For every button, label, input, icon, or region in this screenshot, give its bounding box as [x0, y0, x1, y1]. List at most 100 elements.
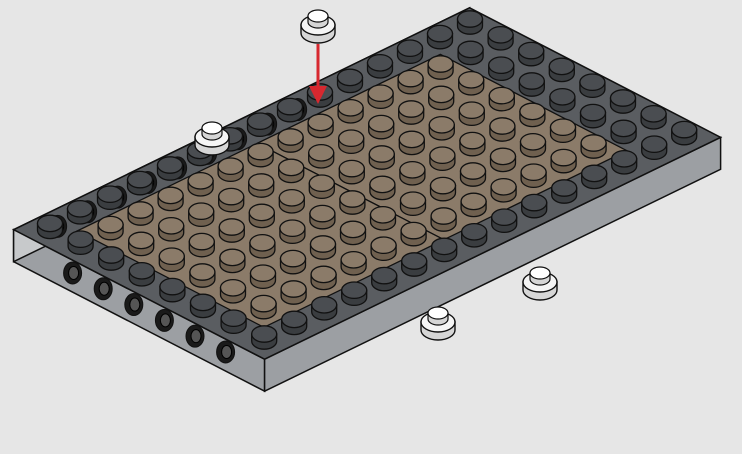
tan-stud-top: [551, 149, 576, 165]
gray-stud-top: [158, 157, 183, 173]
front-hole-inner: [191, 330, 201, 343]
tan-stud-top: [221, 280, 246, 296]
front-hole-inner: [130, 298, 140, 311]
front-hole-inner: [222, 345, 232, 358]
tan-stud-top: [218, 158, 243, 174]
tan-stud-top: [219, 219, 244, 235]
tan-stud-top: [339, 130, 364, 146]
tan-stud-top: [281, 281, 306, 297]
gray-stud-top: [398, 40, 423, 56]
gray-stud-top: [580, 74, 605, 90]
gray-stud-top: [492, 209, 517, 225]
gray-stud-top: [641, 106, 666, 122]
gray-stud-top: [252, 326, 277, 342]
tan-stud-top: [219, 188, 244, 204]
gray-stud-top: [462, 224, 487, 240]
tan-stud-top: [159, 248, 184, 264]
tan-stud-top: [188, 173, 213, 189]
tan-stud-top: [338, 100, 363, 116]
tan-stud-top: [430, 147, 455, 163]
white-round-plate-left-stud-top: [202, 122, 222, 134]
tan-stud-top: [279, 190, 304, 206]
white-round-plate-new-stud-top: [308, 10, 328, 22]
gray-stud-top: [368, 55, 393, 71]
gray-stud-top: [160, 278, 185, 294]
tan-stud-top: [401, 192, 426, 208]
tan-stud-top: [309, 145, 334, 161]
gray-stud-top: [522, 194, 547, 210]
gray-stud-top: [489, 57, 514, 73]
gray-stud-top: [672, 121, 697, 137]
gray-stud-top: [68, 201, 93, 217]
tan-stud-top: [281, 250, 306, 266]
tan-stud-top: [369, 146, 394, 162]
tan-stud-top: [249, 174, 274, 190]
tan-stud-top: [278, 129, 303, 145]
tan-stud-top: [371, 237, 396, 253]
gray-stud-top: [549, 58, 574, 74]
tan-stud-top: [371, 207, 396, 223]
gray-stud-top: [611, 90, 636, 106]
tan-stud-top: [459, 72, 484, 88]
gray-stud-top: [519, 42, 544, 58]
tan-stud-top: [461, 163, 486, 179]
tan-stud-top: [370, 176, 395, 192]
gray-stud-top: [432, 238, 457, 254]
tan-stud-top: [520, 103, 545, 119]
tan-stud-top: [340, 191, 365, 207]
tan-stud-top: [248, 143, 273, 159]
tan-stud-top: [190, 264, 215, 280]
tan-stud-top: [310, 205, 335, 221]
tan-stud-top: [129, 232, 154, 248]
gray-stud-top: [372, 267, 397, 283]
tan-stud-top: [490, 118, 515, 134]
tan-stud-top: [309, 175, 334, 191]
tan-stud-top: [280, 220, 305, 236]
gray-stud-top: [129, 263, 154, 279]
tan-stud-top: [521, 164, 546, 180]
tan-stud-top: [189, 233, 214, 249]
gray-stud-top: [458, 41, 483, 57]
tan-stud-top: [128, 202, 153, 218]
gray-stud-top: [128, 171, 153, 187]
tan-stud-top: [491, 179, 516, 195]
tan-stud-top: [428, 56, 453, 72]
tan-stud-top: [400, 162, 425, 178]
tan-stud-top: [460, 132, 485, 148]
tan-stud-top: [461, 193, 486, 209]
gray-stud-top: [68, 231, 93, 247]
tan-stud-top: [368, 85, 393, 101]
tan-stud-top: [341, 252, 366, 268]
tan-stud-top: [521, 134, 546, 150]
tan-stud-top: [251, 295, 276, 311]
tan-stud-top: [251, 265, 276, 281]
gray-stud-top: [38, 215, 63, 231]
gray-stud-top: [191, 294, 216, 310]
gray-stud-top: [612, 151, 637, 167]
tan-stud-top: [341, 221, 366, 237]
tan-stud-top: [581, 135, 606, 151]
tan-stud-top: [491, 148, 516, 164]
gray-stud-top: [342, 282, 367, 298]
gray-stud-top: [550, 89, 575, 105]
tan-stud-top: [339, 160, 364, 176]
tan-stud-top: [489, 87, 514, 103]
gray-stud-top: [248, 113, 273, 129]
white-round-plate-bottom-stud-top: [428, 307, 448, 319]
gray-stud-top: [312, 297, 337, 313]
tan-stud-top: [399, 101, 424, 117]
gray-stud-top: [278, 98, 303, 114]
gray-stud-top: [221, 310, 246, 326]
gray-stud-top: [99, 247, 124, 263]
gray-stud-top: [488, 27, 513, 43]
front-hole-inner: [69, 266, 79, 279]
front-hole-inner: [160, 314, 170, 327]
tan-stud-top: [369, 115, 394, 131]
tan-stud-top: [431, 177, 456, 193]
tan-stud-top: [551, 119, 576, 135]
tan-stud-top: [429, 117, 454, 133]
gray-stud-top: [519, 73, 544, 89]
gray-stud-top: [458, 11, 483, 27]
